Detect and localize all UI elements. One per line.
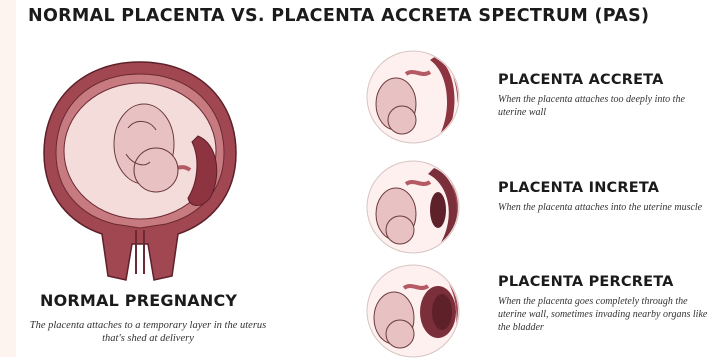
increta-title: PLACENTA INCRETA [498, 180, 710, 196]
percreta-title: PLACENTA PERCRETA [498, 274, 710, 290]
normal-uterus-illustration [40, 58, 240, 283]
accreta-label-block: PLACENTA ACCRETA When the placenta attac… [498, 72, 710, 119]
increta-label-block: PLACENTA INCRETA When the placenta attac… [498, 180, 710, 214]
normal-pregnancy-title: NORMAL PREGNANCY [40, 291, 237, 310]
accreta-illustration [366, 50, 460, 144]
percreta-label-block: PLACENTA PERCRETA When the placenta goes… [498, 274, 710, 334]
increta-illustration [366, 160, 460, 254]
normal-pregnancy-description: The placenta attaches to a temporary lay… [28, 319, 268, 345]
left-accent-band [0, 0, 16, 357]
percreta-illustration [366, 264, 460, 358]
increta-description: When the placenta attaches into the uter… [498, 201, 710, 214]
percreta-description: When the placenta goes completely throug… [498, 295, 710, 334]
accreta-description: When the placenta attaches too deeply in… [498, 93, 710, 119]
page-title: NORMAL PLACENTA VS. PLACENTA ACCRETA SPE… [28, 6, 708, 26]
fetus-head [134, 148, 178, 192]
accreta-title: PLACENTA ACCRETA [498, 72, 710, 88]
